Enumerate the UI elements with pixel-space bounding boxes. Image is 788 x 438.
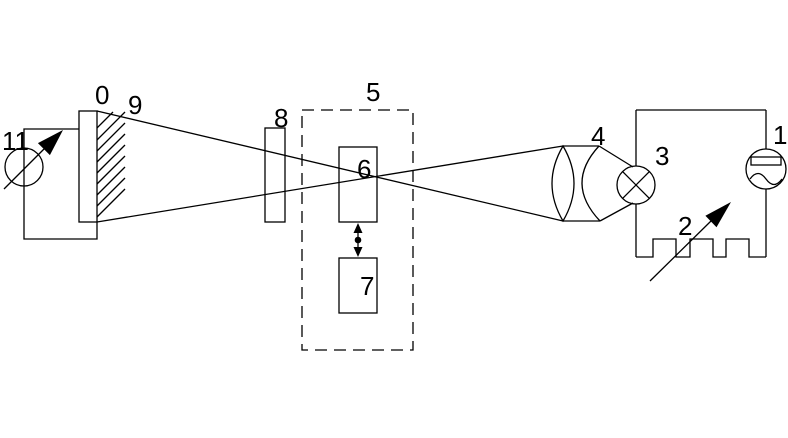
circuit-loop — [635, 109, 767, 258]
biconvex-lens — [551, 144, 575, 223]
light-cone-bottom — [599, 202, 634, 222]
ac-source — [745, 148, 787, 190]
meter-circle — [4, 147, 44, 187]
rheostat-arrowhead — [705, 202, 731, 228]
label-modulator-unit: 5 — [366, 77, 381, 107]
condenser-lens — [551, 144, 634, 223]
label-receiver: 0 — [95, 80, 110, 110]
lamp-cross — [622, 171, 650, 199]
oscillation-arrow-dot — [354, 236, 362, 244]
receiver-housing-box — [23, 128, 98, 240]
meter-needle-line — [3, 147, 46, 190]
ac-source-sine-icon — [749, 172, 783, 186]
label-condenser: 4 — [591, 121, 606, 151]
receiver-plate — [78, 110, 98, 223]
ray-upper — [96, 110, 564, 222]
label-modulator: 6 — [357, 154, 372, 184]
meniscus-lens-arc — [581, 145, 601, 222]
ac-source-circle — [745, 148, 787, 190]
label-meter: 11 — [2, 126, 29, 156]
label-ac-source: 1 — [773, 120, 788, 150]
modulator-unit-dashed-box — [301, 109, 414, 351]
oscillation-arrow — [353, 223, 363, 257]
rheostat-arrow-line — [649, 220, 712, 282]
ray-lower — [96, 145, 564, 223]
label-filter: 8 — [274, 103, 289, 133]
meter-needle-arrowhead — [37, 130, 63, 156]
rheostat-element — [636, 238, 766, 258]
light-cone-top — [598, 145, 634, 168]
label-lamp: 3 — [655, 141, 670, 171]
label-rheostat: 2 — [678, 211, 693, 241]
driver-box — [338, 257, 378, 314]
receiver-hatching — [96, 111, 126, 218]
label-beam: 9 — [128, 90, 143, 120]
oscillation-arrowhead-down — [353, 247, 363, 257]
ac-source-bar — [750, 156, 782, 166]
oscillation-arrowhead-up — [353, 223, 363, 233]
filter-plate — [264, 127, 286, 223]
modulator-box — [338, 146, 378, 223]
label-driver: 7 — [360, 271, 375, 301]
